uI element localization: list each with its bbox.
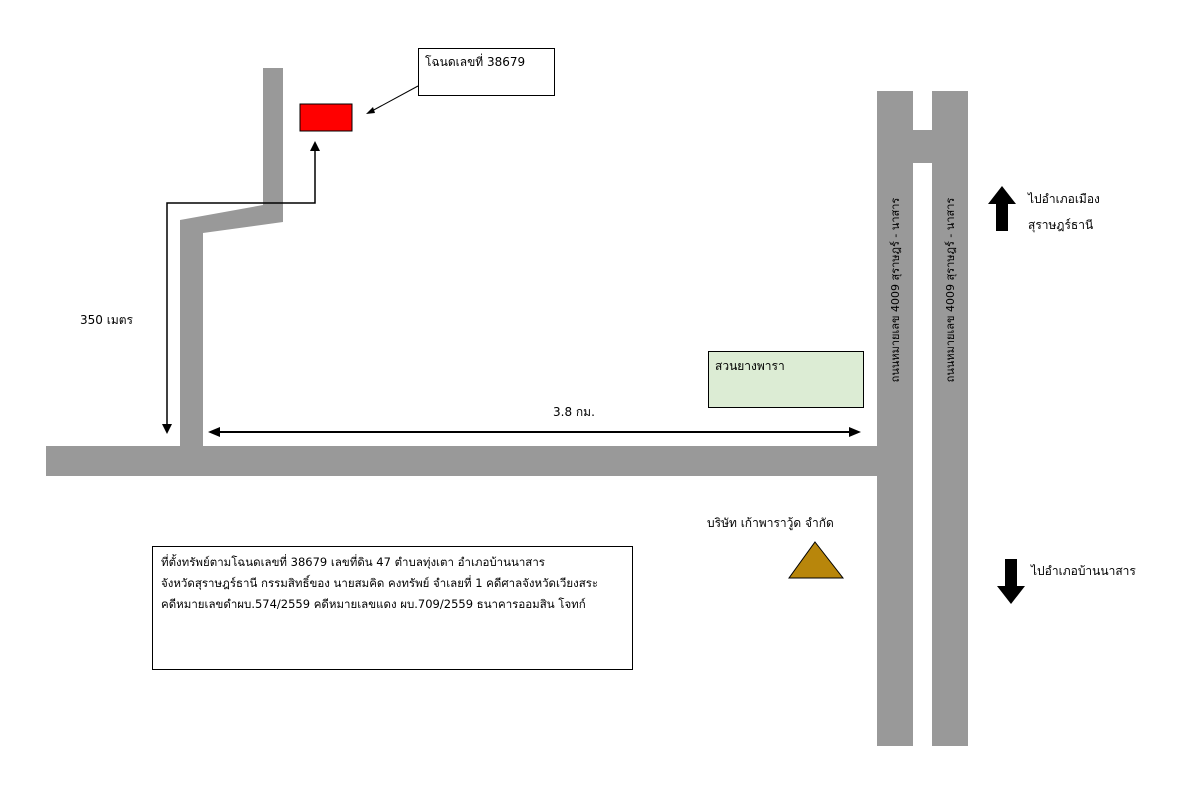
side-road bbox=[180, 68, 283, 446]
deed-leader-arrowhead bbox=[366, 107, 375, 114]
distance-short-label: 350 เมตร bbox=[80, 313, 133, 327]
property-info-line: จังหวัดสุราษฎร์ธานี กรรมสิทธิ์ของ นายสมค… bbox=[161, 576, 599, 590]
arrow-down-icon bbox=[997, 559, 1025, 604]
deed-leader-line bbox=[369, 85, 419, 113]
distance-arrowhead-right bbox=[849, 427, 861, 437]
company-label: บริษัท เก้าพาราวู้ด จำกัด bbox=[707, 516, 834, 530]
arrow-up-icon bbox=[988, 186, 1016, 231]
to-mueang-line1: ไปอำเภอเมือง bbox=[1028, 192, 1100, 206]
main-road bbox=[46, 446, 894, 476]
route-arrowhead-up bbox=[310, 141, 320, 151]
rubber-garden-label: สวนยางพารา bbox=[715, 359, 785, 373]
route-path bbox=[166, 150, 316, 428]
highway-lane-right bbox=[932, 91, 968, 746]
property-info-line: คดีหมายเลขดำผบ.574/2559 คดีหมายเลขแดง ผบ… bbox=[161, 597, 586, 611]
to-mueang-line2: สุราษฎร์ธานี bbox=[1028, 218, 1094, 232]
road-name-right: ถนนหมายเลข 4009 สุราษฎร์ - นาสาร bbox=[944, 197, 957, 383]
distance-arrowhead-left bbox=[208, 427, 220, 437]
rubber-garden-box: สวนยางพารา bbox=[708, 351, 864, 408]
property-info-box: ที่ตั้งทรัพย์ตามโฉนดเลขที่ 38679 เลขที่ด… bbox=[152, 546, 633, 670]
highway-connector bbox=[913, 130, 932, 163]
distance-long-label: 3.8 กม. bbox=[553, 405, 595, 419]
deed-label: โฉนดเลขที่ 38679 bbox=[425, 55, 526, 69]
highway-lane-left bbox=[877, 91, 913, 746]
road-name-left: ถนนหมายเลข 4009 สุราษฎร์ - นาสาร bbox=[889, 197, 902, 383]
route-arrowhead-down bbox=[162, 424, 172, 434]
property-info-line: ที่ตั้งทรัพย์ตามโฉนดเลขที่ 38679 เลขที่ด… bbox=[161, 555, 545, 569]
to-ban-na-san-label: ไปอำเภอบ้านนาสาร bbox=[1031, 564, 1136, 578]
deed-label-box: โฉนดเลขที่ 38679 bbox=[418, 48, 555, 96]
company-landmark-triangle bbox=[788, 541, 845, 579]
property-marker bbox=[299, 103, 353, 132]
